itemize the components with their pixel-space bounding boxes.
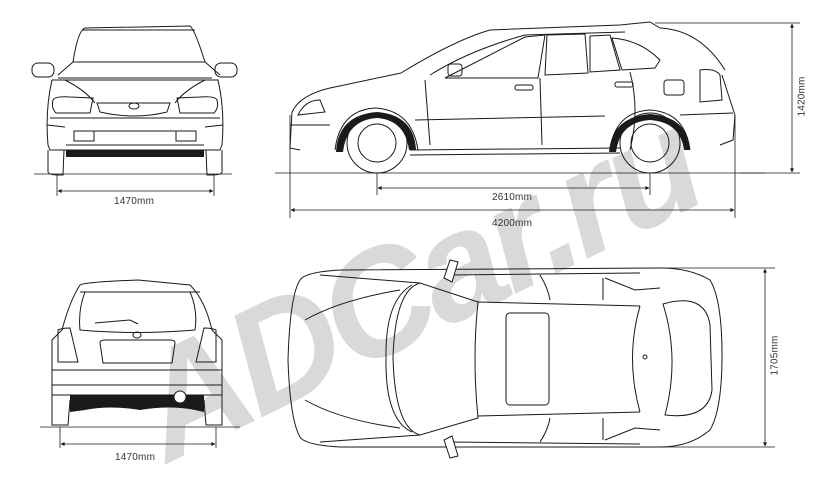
side-view: [289, 21, 736, 174]
height-label: 1420mm: [796, 76, 808, 117]
front-arch-liner: [336, 112, 416, 152]
height-dimension: [655, 22, 800, 174]
front-view: [31, 25, 238, 176]
rear-arch-liner: [609, 114, 690, 152]
wheelbase-label: 2610mm: [492, 192, 533, 203]
rear-view: [51, 279, 223, 426]
mirror-right-top: [443, 435, 459, 459]
exhaust-pipe: [173, 390, 187, 404]
width-label: 1705mm: [769, 335, 781, 376]
overall-length-label: 4200mm: [492, 218, 533, 229]
top-view: [287, 267, 723, 448]
mirror-left-top: [443, 259, 459, 283]
rear-track-dimension: [59, 427, 217, 448]
front-track-label: 1470mm: [114, 196, 155, 207]
front-underbody: [66, 150, 204, 157]
width-dimension: [660, 267, 775, 448]
rear-track-label: 1470mm: [115, 452, 156, 463]
wheelbase-dimension: [376, 173, 651, 195]
front-track-dimension: [56, 174, 215, 196]
rear-underbody: [70, 395, 204, 412]
length-dimension: [289, 115, 736, 218]
